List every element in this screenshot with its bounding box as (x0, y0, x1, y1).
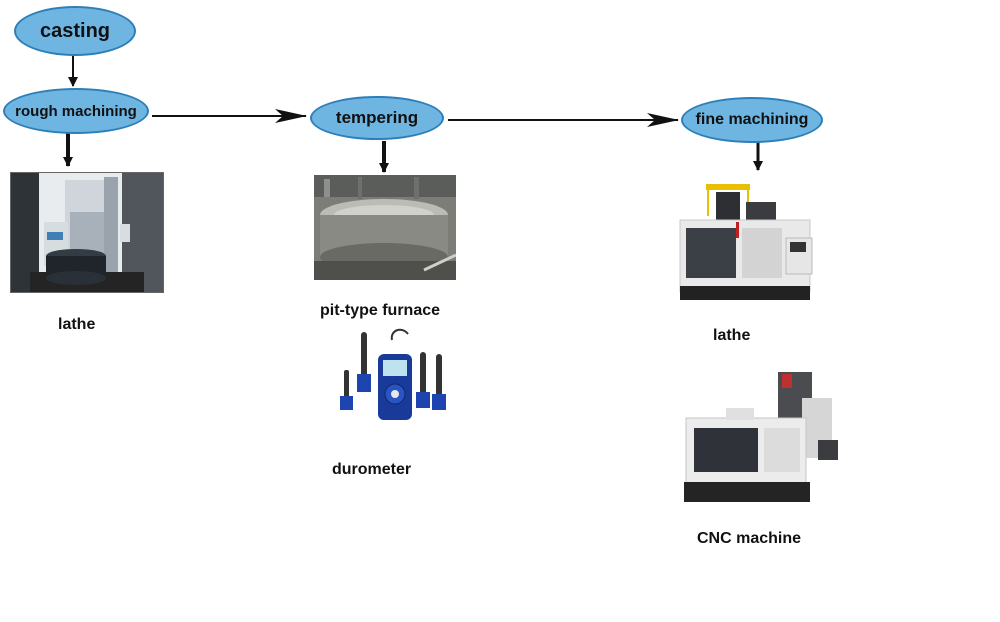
caption-pit-type-furnace: pit-type furnace (320, 302, 441, 319)
pit-type-furnace-photo (314, 175, 456, 280)
vertical-lathe-photo (10, 172, 164, 293)
node-tempering: tempering (310, 96, 444, 140)
node-casting: casting (14, 6, 136, 56)
caption-durometer: durometer (332, 461, 412, 478)
node-rough-machining: rough machining (3, 88, 149, 134)
caption-lathe-rough: lathe (58, 316, 96, 333)
caption-cnc-machine: CNC machine (697, 530, 802, 547)
caption-lathe-fine: lathe (713, 327, 751, 344)
vertical-cnc-lathe-photo (679, 184, 813, 300)
cnc-gantry-machine-photo (684, 372, 838, 502)
node-fine-machining: fine machining (681, 97, 823, 143)
durometer-photo (340, 328, 446, 420)
